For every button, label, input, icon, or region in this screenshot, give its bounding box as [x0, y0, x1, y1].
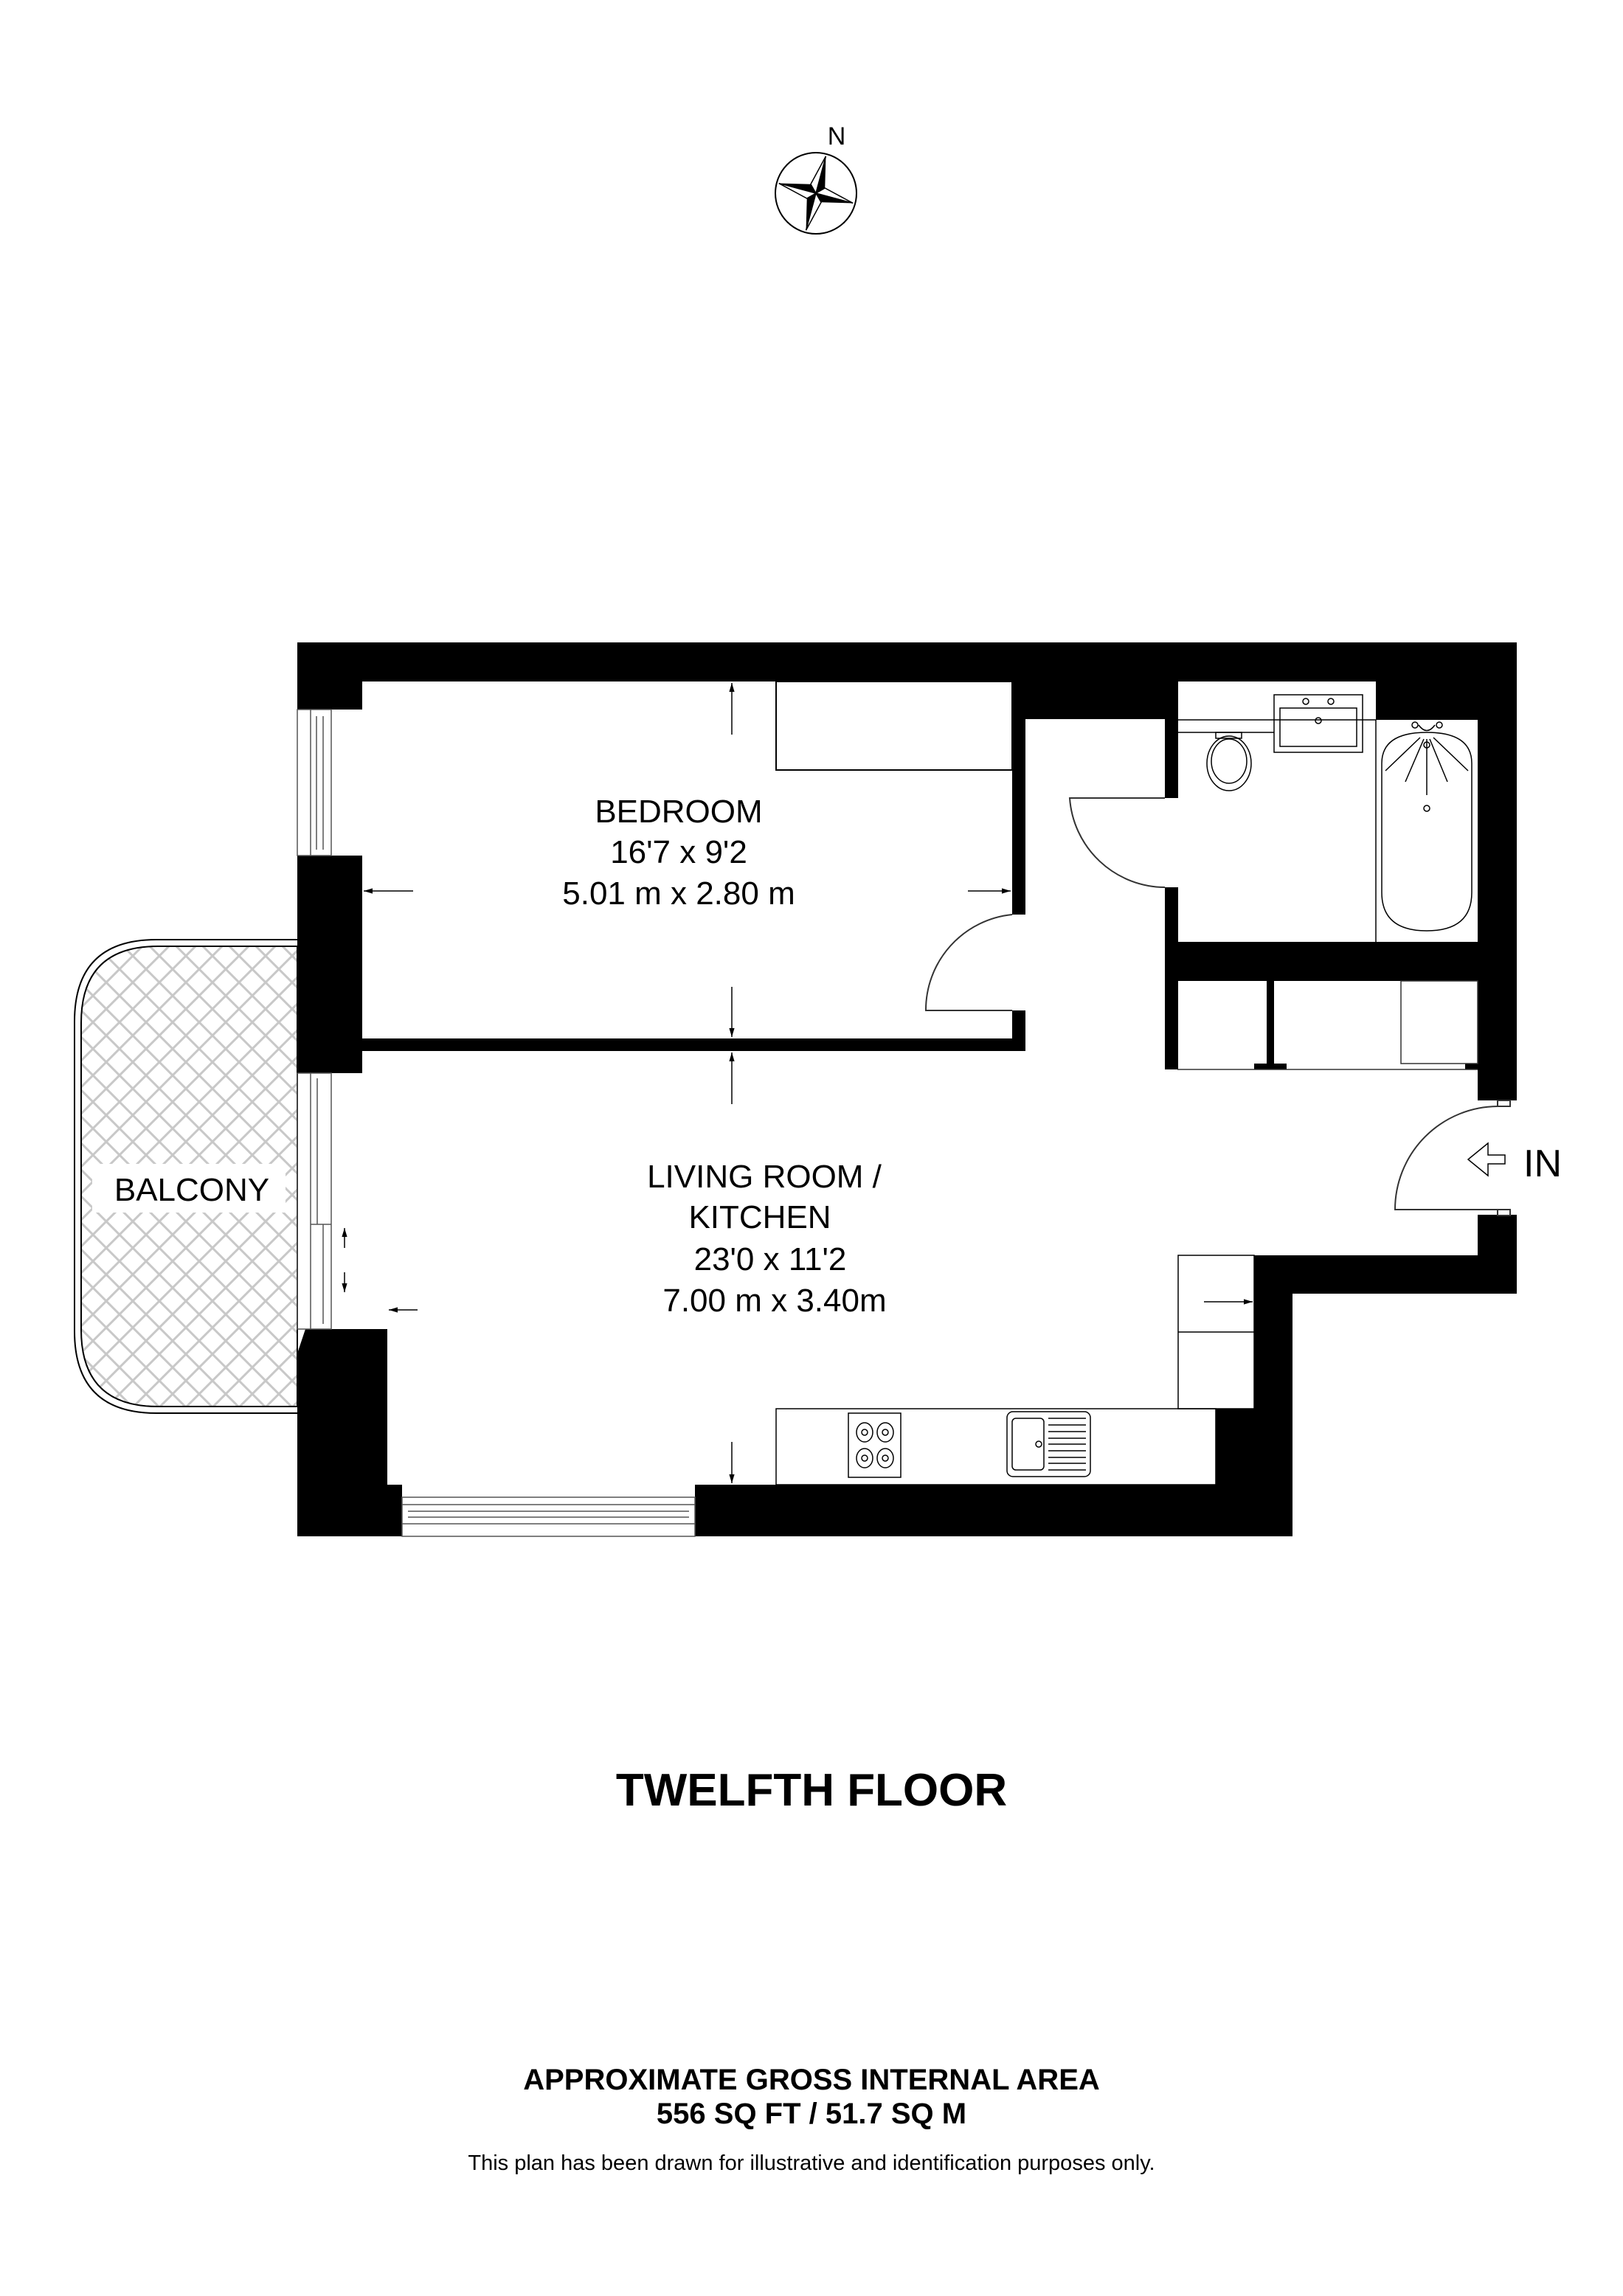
- hob-icon: [848, 1412, 902, 1478]
- bedroom-metric: 5.01 m x 2.80 m: [562, 875, 795, 912]
- balcony-label: BALCONY: [114, 1172, 269, 1208]
- entrance-arrow-icon: [1467, 1142, 1506, 1177]
- compass-rose-icon: [775, 152, 857, 235]
- window-living-bottom: [401, 1496, 696, 1537]
- window-bedroom: [297, 709, 332, 856]
- bedroom-name: BEDROOM: [595, 794, 762, 830]
- walls: [297, 642, 1517, 1536]
- dimension-arrows: [342, 683, 1253, 1483]
- toilet-icon: [1206, 732, 1252, 791]
- area-value: 556 SQ FT / 51.7 SQ M: [656, 2098, 967, 2130]
- door-entrance[interactable]: [1394, 1100, 1511, 1216]
- door-bedroom[interactable]: [924, 914, 1013, 1011]
- bathtub-icon: [1381, 721, 1473, 932]
- living-metric: 7.00 m x 3.40m: [662, 1283, 886, 1319]
- disclaimer: This plan has been drawn for illustrativ…: [468, 2151, 1155, 2175]
- entrance-label: IN: [1523, 1142, 1562, 1185]
- cupboards: [1177, 980, 1478, 1070]
- bathroom-fittings: [1178, 694, 1473, 942]
- window-living-left: [297, 1072, 332, 1330]
- floor-title: TWELFTH FLOOR: [615, 1765, 1008, 1816]
- sink-icon: [1006, 1411, 1091, 1477]
- balcony: [74, 939, 298, 1414]
- area-title: APPROXIMATE GROSS INTERNAL AREA: [523, 2064, 1100, 2096]
- door-bathroom[interactable]: [1068, 797, 1166, 888]
- living-name-line2: KITCHEN: [688, 1199, 831, 1235]
- wardrobe: [775, 681, 1013, 771]
- bedroom-imperial: 16'7 x 9'2: [610, 834, 747, 870]
- living-name-line1: LIVING ROOM /: [647, 1159, 882, 1195]
- compass-north-label: N: [828, 122, 846, 150]
- living-imperial: 23'0 x 11'2: [694, 1241, 847, 1277]
- kitchen-fittings: [775, 1255, 1255, 1485]
